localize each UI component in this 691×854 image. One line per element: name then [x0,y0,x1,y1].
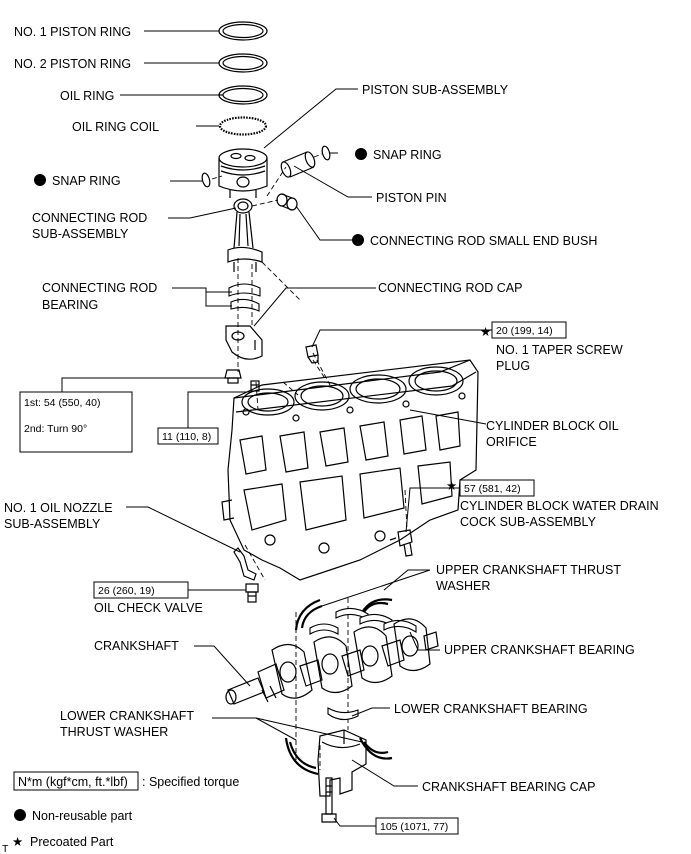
rod-nut [224,369,242,384]
precoated-icon: ★ [480,325,491,339]
cylinder-block-oil-orifice [250,380,260,392]
torque-rod-nut-step1: 1st: 54 (550, 40) [24,397,100,409]
lower-crankshaft-thrust-washer [284,737,393,776]
label-drain-cock-line2: COCK SUB-ASSEMBLY [460,515,597,529]
label-rod-cap: CONNECTING ROD CAP [378,281,522,295]
piston-sub-assembly [218,148,268,198]
label-bearing-cap: CRANKSHAFT BEARING CAP [422,780,595,794]
connecting-rod-bearing [228,283,261,312]
label-oil-ring-coil: OIL RING COIL [72,120,159,134]
label-crankshaft: CRANKSHAFT [94,639,179,653]
no1-oil-nozzle-sub-assembly [233,547,257,581]
legend-non-reusable: Non-reusable part [32,809,133,823]
label-oil-check-valve: OIL CHECK VALVE [94,601,203,615]
upper-crankshaft-bearing [309,607,417,635]
oil-ring-coil [218,116,268,136]
label-upper-thrust-line2: WASHER [436,579,490,593]
non-reusable-icon [352,234,364,246]
label-oil-ring: OIL RING [60,89,114,103]
torque-oil-check-valve: 26 (260, 19) [98,585,155,597]
torque-oil-orifice: 11 (110, 8) [162,431,211,443]
crankshaft [225,618,439,705]
connecting-rod-cap [225,325,263,360]
precoated-icon: ★ [446,479,457,493]
label-snap-ring-right: SNAP RING [373,148,442,162]
torque-box-bearing-cap-bolt [375,817,459,835]
no1-taper-screw-plug [305,344,327,381]
label-upper-bearing: UPPER CRANKSHAFT BEARING [444,643,635,657]
legend-torque-desc: : Specified torque [142,775,239,789]
label-drain-cock-line1: CYLINDER BLOCK WATER DRAIN [460,499,659,513]
crankshaft-bearing-cap [317,729,367,797]
legend-torque-sample: N*m (kgf*cm, ft.*lbf) [18,775,128,789]
label-small-end-bush: CONNECTING ROD SMALL END BUSH [370,234,597,248]
label-no1-piston-ring: NO. 1 PISTON RING [14,25,131,39]
bearing-cap-bolt [321,777,337,823]
label-oil-nozzle-line2: SUB-ASSEMBLY [4,517,101,531]
no2-piston-ring [218,53,268,73]
connecting-rod-small-end-bush [276,193,298,211]
label-lower-bearing: LOWER CRANKSHAFT BEARING [394,702,588,716]
torque-drain-cock: 57 (581, 42) [464,483,521,495]
label-piston-sub-assembly: PISTON SUB-ASSEMBLY [362,83,509,97]
torque-box-rod-nut [19,391,133,453]
label-snap-ring-left: SNAP RING [52,174,121,188]
part-labels: NO. 1 PISTON RING NO. 2 PISTON RING OIL … [4,25,659,835]
piston-pin [280,151,316,178]
connecting-rod-sub-assembly [227,198,263,272]
legend: N*m (kgf*cm, ft.*lbf) : Specified torque… [2,771,239,854]
torque-rod-nut-step2: 2nd: Turn 90° [24,423,87,435]
label-connecting-rod-line1: CONNECTING ROD [32,211,147,225]
label-oil-orifice-line1: CYLINDER BLOCK OIL [486,419,619,433]
label-rod-bearing-line2: BEARING [42,298,98,312]
legend-corner-mark: T [2,843,9,854]
label-piston-pin: PISTON PIN [376,191,447,205]
torque-bearing-cap-bolt: 105 (1071, 77) [380,821,448,833]
non-reusable-icon [355,148,367,160]
label-taper-plug-line1: NO. 1 TAPER SCREW [496,343,623,357]
non-reusable-icon [14,809,26,821]
label-lower-thrust-line1: LOWER CRANKSHAFT [60,709,194,723]
no1-piston-ring [218,21,268,41]
snap-ring-left [201,172,211,188]
label-no2-piston-ring: NO. 2 PISTON RING [14,57,131,71]
label-upper-thrust-line1: UPPER CRANKSHAFT THRUST [436,563,621,577]
non-reusable-icon [34,174,46,186]
label-connecting-rod-line2: SUB-ASSEMBLY [32,227,129,241]
label-rod-bearing-line1: CONNECTING ROD [42,281,157,295]
lower-crankshaft-bearing [327,707,359,721]
snap-ring-right [321,145,331,161]
label-lower-thrust-line2: THRUST WASHER [60,725,168,739]
torque-box-drain-cock [459,479,535,497]
oil-ring [218,85,268,105]
leader-lines [61,30,492,827]
label-oil-nozzle-line1: NO. 1 OIL NOZZLE [4,501,113,515]
legend-precoated: Precoated Part [30,835,114,849]
precoated-icon: ★ [12,835,23,849]
label-taper-plug-line2: PLUG [496,359,530,373]
torque-box-taper-plug [491,321,567,339]
torque-box-oil-check-valve [93,581,189,599]
torque-box-oil-orifice [157,427,219,445]
label-oil-orifice-line2: ORIFICE [486,435,537,449]
legend-torque-box [13,771,139,791]
torque-taper-plug: 20 (199, 14) [496,325,553,337]
oil-check-valve [245,583,259,603]
cylinder-block [221,359,479,581]
